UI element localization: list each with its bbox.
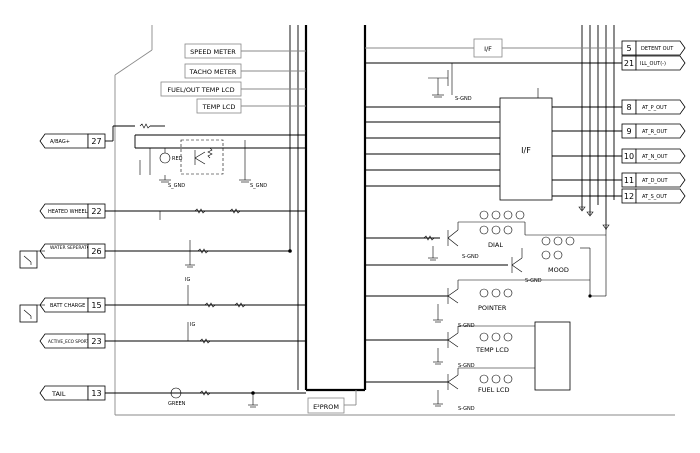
if-block-main: I/F	[365, 88, 622, 201]
switch-icon	[19, 250, 45, 269]
connector-label: ILL_OUT(-)	[640, 61, 666, 67]
connector-label: AT_R_OUT	[642, 129, 668, 135]
connector-abag: A/BAG+ 27	[39, 133, 106, 149]
connector-pin: 22	[91, 207, 101, 216]
connector-pin: 12	[624, 192, 634, 201]
connector-pin: 26	[91, 247, 101, 256]
gauge-label-temp-lcd: TEMP LCD	[202, 103, 236, 111]
connector-label: AT_N_OUT	[642, 154, 668, 160]
connector-at-p-out: 8 AT_P_OUT	[621, 99, 686, 115]
green-led-label: GREEN	[168, 401, 186, 407]
connector-label: HEATED WHEEL	[48, 209, 88, 215]
connector-pin: 5	[626, 44, 631, 53]
connector-ill-out: 21 ILL_OUT(-)	[621, 55, 686, 71]
connector-active-eco: ACTIVE_ECO SPORT IN SW 23	[39, 333, 106, 349]
ground-label: S-GND	[458, 406, 475, 412]
connector-pin: 10	[624, 152, 634, 161]
connector-label: AT_P_OUT	[642, 105, 668, 111]
left-wires: RED S_GND S_GND IG	[105, 123, 306, 408]
right-connectors: 5 DETENT OUT 21 ILL_OUT(-) 8 AT_P_OUT 9 …	[621, 40, 686, 204]
ig-label: IG	[190, 322, 195, 328]
lamp-label-pointer: POINTER	[478, 304, 507, 312]
connector-label: ACTIVE_ECO SPORT IN SW	[48, 339, 103, 344]
connector-water-seperator: WATER SEPERATOR 26	[39, 243, 106, 259]
connector-pin: 11	[624, 176, 634, 185]
diode-group	[578, 206, 610, 230]
connector-label: BATT CHARGE	[50, 303, 85, 309]
connector-label: WATER SEPERATOR	[50, 245, 93, 251]
if-label-main: I/F	[521, 146, 531, 155]
connector-batt-charge: BATT CHARGE 15	[39, 297, 106, 313]
if-block-top: I/F	[365, 38, 622, 58]
gauge-label-tacho-meter: TACHO METER	[189, 68, 237, 76]
connector-label: AT_D_OUT	[642, 178, 669, 184]
eeprom-block: E²PROM	[307, 390, 357, 414]
ground-label: S-GND	[462, 254, 479, 260]
lamp-label-dial: DIAL	[488, 241, 503, 249]
connector-tail: TAIL 13	[39, 385, 106, 401]
ground-label: S-GND	[458, 363, 475, 369]
switch-icon	[19, 304, 45, 323]
connector-label: TAIL	[51, 390, 66, 398]
connector-pin: 15	[91, 301, 101, 310]
lamp-mood: MOOD S-GND	[365, 236, 590, 284]
gauge-label-group: SPEED METER TACHO METER FUEL/OUT TEMP LC…	[160, 43, 306, 114]
connector-at-s-out: 12 AT_S_OUT	[621, 188, 686, 204]
connector-pin: 23	[91, 337, 101, 346]
transistor-top: S-GND	[365, 62, 622, 102]
connector-heated-wheel: HEATED WHEEL 22	[39, 203, 106, 219]
connector-at-r-out: 9 AT_R_OUT	[621, 123, 686, 139]
connector-label: AT_S_OUT	[642, 194, 668, 200]
connector-pin: 13	[91, 389, 101, 398]
red-led-label: RED	[172, 156, 183, 162]
connector-detent-out: 5 DETENT OUT	[621, 40, 686, 56]
ground-label: S-GND	[455, 96, 472, 102]
lamp-label-mood: MOOD	[548, 266, 569, 274]
ground-label: S_GND	[250, 183, 267, 189]
ground-label: S-GND	[525, 278, 542, 284]
lamp-temp-lcd: TEMP LCD S-GND	[365, 325, 535, 369]
connector-pin: 21	[624, 59, 634, 68]
eeprom-label: E²PROM	[313, 403, 339, 411]
lamp-fuel-lcd: FUEL LCD S-GND	[365, 367, 535, 412]
lamp-label-fuel-lcd: FUEL LCD	[478, 386, 509, 394]
connector-pin: 9	[626, 127, 631, 136]
gauge-label-speed-meter: SPEED METER	[190, 48, 236, 56]
connector-at-n-out: 10 AT_N_OUT	[621, 148, 686, 164]
lamp-dial: DIAL S-GND	[365, 210, 606, 261]
connector-label: A/BAG+	[50, 139, 70, 145]
lcd-driver-block	[534, 230, 607, 391]
ground-label: S_GND	[168, 183, 185, 189]
lamp-label-temp-lcd: TEMP LCD	[475, 346, 509, 354]
connector-at-d-out: 11 AT_D_OUT	[621, 172, 686, 188]
gauge-label-fuel-out-temp-lcd: FUEL/OUT TEMP LCD	[167, 86, 234, 94]
ig-label: IG	[185, 277, 190, 283]
if-label: I/F	[484, 45, 492, 53]
connector-pin: 8	[626, 103, 631, 112]
connector-label: DETENT OUT	[641, 46, 674, 52]
connector-pin: 27	[91, 137, 101, 146]
